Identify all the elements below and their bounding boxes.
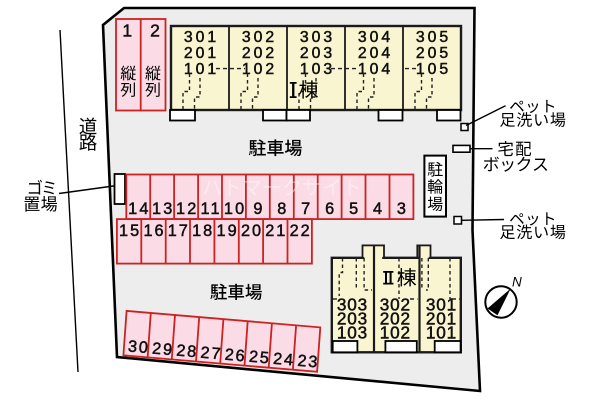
svg-text:23: 23: [297, 352, 320, 372]
svg-text:6: 6: [325, 200, 336, 218]
svg-text:104: 104: [358, 61, 393, 78]
svg-text:301: 301: [426, 295, 457, 315]
svg-text:30: 30: [127, 337, 150, 357]
svg-text:10: 10: [224, 200, 247, 218]
svg-text:2: 2: [150, 21, 160, 41]
svg-text:4: 4: [373, 200, 384, 218]
svg-text:29: 29: [151, 340, 174, 360]
svg-text:12: 12: [176, 200, 199, 218]
svg-text:101: 101: [184, 61, 219, 78]
svg-text:201: 201: [426, 309, 457, 329]
svg-text:26: 26: [224, 346, 247, 366]
svg-text:303: 303: [337, 295, 368, 315]
svg-text:302: 302: [380, 295, 411, 315]
svg-text:202: 202: [242, 45, 277, 62]
svg-text:301: 301: [184, 29, 219, 46]
svg-text:203: 203: [300, 45, 335, 62]
svg-text:102: 102: [380, 322, 411, 342]
svg-text:N: N: [512, 275, 522, 290]
svg-text:3: 3: [397, 200, 408, 218]
svg-text:305: 305: [416, 29, 451, 46]
svg-text:303: 303: [300, 29, 335, 46]
svg-text:16: 16: [143, 222, 165, 240]
svg-text:203: 203: [337, 309, 368, 329]
svg-text:19: 19: [217, 222, 239, 240]
svg-text:202: 202: [380, 309, 411, 329]
svg-text:21: 21: [265, 222, 287, 240]
svg-text:8: 8: [277, 200, 288, 218]
svg-text:204: 204: [358, 45, 393, 62]
svg-text:24: 24: [272, 350, 295, 370]
svg-text:18: 18: [192, 222, 214, 240]
svg-text:15: 15: [119, 222, 141, 240]
svg-text:13: 13: [152, 200, 175, 218]
svg-text:25: 25: [248, 348, 271, 368]
svg-text:105: 105: [416, 61, 451, 78]
svg-text:20: 20: [241, 222, 263, 240]
svg-text:22: 22: [290, 222, 312, 240]
svg-text:14: 14: [128, 200, 151, 218]
svg-text:17: 17: [168, 222, 190, 240]
svg-text:205: 205: [416, 45, 451, 62]
svg-text:102: 102: [242, 61, 277, 78]
svg-text:101: 101: [426, 322, 457, 342]
svg-text:1: 1: [122, 21, 132, 41]
svg-text:304: 304: [358, 29, 393, 46]
svg-text:9: 9: [253, 200, 264, 218]
svg-text:28: 28: [176, 342, 199, 362]
svg-text:27: 27: [200, 344, 223, 364]
svg-text:103: 103: [300, 61, 335, 78]
svg-text:201: 201: [184, 45, 219, 62]
svg-text:302: 302: [242, 29, 277, 46]
svg-text:103: 103: [337, 322, 368, 342]
svg-text:11: 11: [200, 200, 221, 218]
svg-text:5: 5: [349, 200, 360, 218]
svg-text:7: 7: [301, 200, 312, 218]
